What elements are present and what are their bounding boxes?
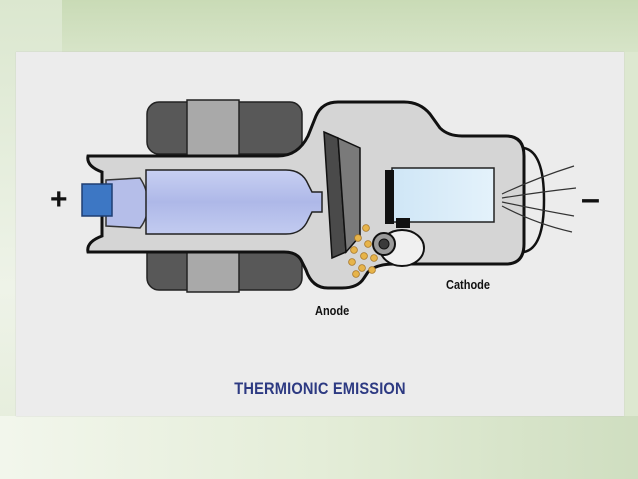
electron: [350, 246, 358, 254]
diagram-caption: THERMIONIC EMISSION: [234, 379, 406, 398]
electron: [354, 234, 362, 242]
anode-connector-plug: [81, 183, 113, 217]
cathode-label: Cathode: [446, 278, 490, 292]
slide-panel: + – Anode Cathode THERMIONIC EMISSION: [16, 52, 624, 416]
x-ray-tube-diagram: [81, 99, 577, 293]
background-band-top: [0, 0, 638, 52]
electron: [348, 258, 356, 266]
cathode-support: [385, 170, 394, 224]
stator-core-top: [186, 99, 240, 157]
cathode-tab: [396, 218, 410, 228]
electron: [370, 254, 378, 262]
electron: [352, 270, 360, 278]
electron-cloud: [348, 224, 378, 278]
background-band-right: [624, 52, 638, 416]
positive-terminal-sign: +: [50, 183, 68, 216]
tube-end-cap: [523, 146, 546, 254]
electron: [358, 264, 366, 272]
cathode-block: [391, 167, 495, 223]
anode-label: Anode: [315, 304, 350, 318]
electron: [360, 252, 368, 260]
anode-rotor: [145, 169, 323, 235]
electron: [362, 224, 370, 232]
electron: [368, 266, 376, 274]
filament-coil: [378, 238, 390, 250]
cathode-lead-wires: [501, 165, 577, 233]
background-band-bottom: [0, 416, 638, 479]
electron: [364, 240, 372, 248]
negative-terminal-sign: –: [581, 180, 600, 218]
